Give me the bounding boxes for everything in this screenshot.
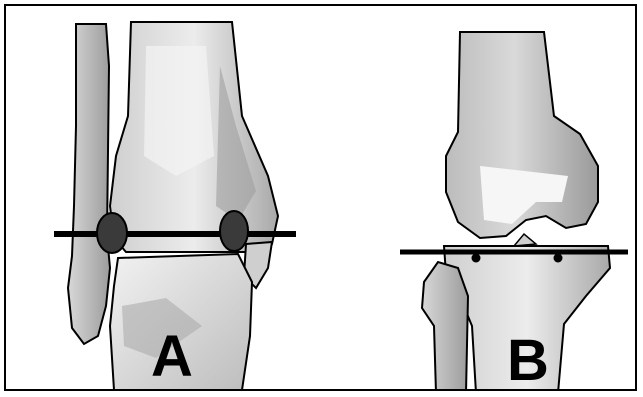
- ankle-marker-left: [97, 213, 127, 253]
- knee-marker-right: [554, 254, 563, 263]
- tibial-spine-shape: [514, 234, 536, 246]
- knee-marker-left: [472, 254, 481, 263]
- fibula-head-shape: [422, 262, 468, 391]
- figure-frame: A B: [4, 4, 637, 391]
- tibia-highlight: [144, 46, 214, 176]
- fibula-shape: [68, 24, 110, 344]
- panel-label-b: B: [507, 332, 549, 390]
- ankle-marker-right: [220, 211, 248, 251]
- panel-label-a: A: [151, 328, 193, 386]
